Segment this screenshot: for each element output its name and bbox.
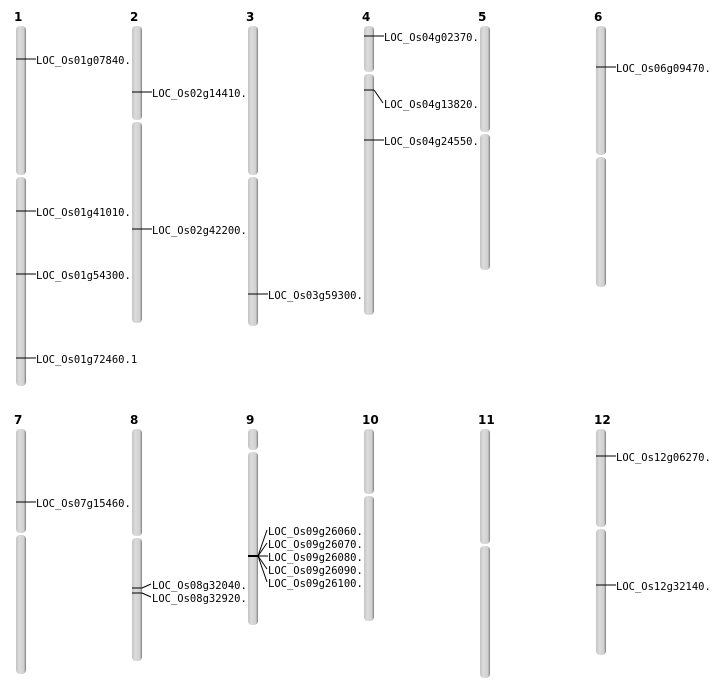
gene-marker: LOC_Os02g14410.1: [132, 88, 253, 100]
chromosome-long-arm: [596, 157, 606, 287]
chromosome-label: 1: [14, 10, 22, 24]
chromosome-label: 4: [362, 10, 370, 24]
gene-marker: LOC_Os01g41010.1: [16, 207, 137, 219]
gene-marker: LOC_Os12g32140.1: [596, 581, 712, 593]
chromosome-short-arm: [480, 429, 490, 544]
chromosome-long-arm: [596, 529, 606, 655]
gene-label: LOC_Os07g15460.1: [36, 498, 137, 510]
chromosome-short-arm: [132, 26, 142, 120]
chromosome-long-arm: [364, 496, 374, 621]
gene-label: LOC_Os01g41010.1: [36, 207, 137, 219]
gene-marker: LOC_Os04g13820.1: [364, 89, 485, 111]
gene-label: LOC_Os01g07840.1: [36, 55, 137, 67]
gene-label: LOC_Os04g13820.1: [384, 99, 485, 111]
gene-label: LOC_Os09g26060.1: [268, 526, 369, 538]
chromosome-short-arm: [16, 429, 26, 533]
gene-label: LOC_Os08g32920.1: [152, 593, 253, 605]
chromosome-10: 10: [362, 413, 379, 621]
chromosome-short-arm: [596, 26, 606, 155]
gene-marker: LOC_Os09g26080.1: [248, 552, 369, 564]
gene-label: LOC_Os09g26080.1: [268, 552, 369, 564]
chromosome-long-arm: [248, 452, 258, 625]
gene-marker: LOC_Os06g09470.1: [596, 63, 712, 75]
gene-marker: LOC_Os04g24550.1: [364, 136, 485, 148]
gene-label: LOC_Os06g09470.1: [616, 63, 712, 75]
chromosome-short-arm: [596, 429, 606, 527]
gene-marker: LOC_Os08g32040.1: [132, 580, 253, 592]
chromosome-short-arm: [16, 26, 26, 175]
chromosome-label: 8: [130, 413, 138, 427]
chromosome-long-arm: [132, 538, 142, 661]
marker-leader: [373, 89, 384, 104]
chromosome-label: 7: [14, 413, 22, 427]
gene-label: LOC_Os02g14410.1: [152, 88, 253, 100]
marker-leader: [257, 555, 268, 570]
gene-marker: LOC_Os02g42200.1: [132, 225, 253, 237]
gene-label: LOC_Os01g72460.1: [36, 354, 137, 366]
chromosome-label: 11: [478, 413, 495, 427]
marker-leader: [141, 583, 152, 589]
chromosome-9: 9LOC_Os09g26060.1LOC_Os09g26070.1LOC_Os0…: [246, 413, 369, 625]
chromosome-short-arm: [364, 26, 374, 72]
chromosome-short-arm: [248, 429, 258, 450]
chromosome-long-arm: [16, 535, 26, 674]
chromosome-label: 9: [246, 413, 254, 427]
chromosome-long-arm: [248, 177, 258, 326]
gene-marker: LOC_Os04g02370.1: [364, 32, 485, 44]
chromosome-label: 6: [594, 10, 602, 24]
gene-label: LOC_Os04g24550.1: [384, 136, 485, 148]
chromosome-label: 2: [130, 10, 138, 24]
chromosome-long-arm: [480, 546, 490, 678]
gene-label: LOC_Os04g02370.1: [384, 32, 485, 44]
gene-marker: LOC_Os07g15460.1: [16, 498, 137, 510]
marker-leader: [257, 542, 268, 557]
chromosome-4: 4LOC_Os04g02370.1LOC_Os04g13820.1LOC_Os0…: [362, 10, 485, 315]
gene-marker: LOC_Os01g54300.1: [16, 270, 137, 282]
gene-label: LOC_Os09g26090.1: [268, 565, 369, 577]
gene-marker: LOC_Os09g26100.1: [248, 555, 369, 590]
gene-marker: LOC_Os01g72460.1: [16, 354, 137, 366]
chromosome-11: 11: [478, 413, 495, 678]
gene-label: LOC_Os12g06270.1: [616, 452, 712, 464]
chromosome-long-arm: [16, 177, 26, 386]
marker-leader: [257, 555, 268, 583]
gene-label: LOC_Os08g32040.1: [152, 580, 253, 592]
chromosome-label: 5: [478, 10, 486, 24]
marker-leader: [257, 529, 268, 557]
chromosome-label: 10: [362, 413, 379, 427]
gene-marker: LOC_Os03g59300.1: [248, 290, 369, 302]
chromosome-short-arm: [132, 429, 142, 536]
chromosome-5: 5: [478, 10, 490, 270]
gene-marker: LOC_Os12g06270.1: [596, 452, 712, 464]
chromosome-short-arm: [480, 26, 490, 132]
chromosome-short-arm: [248, 26, 258, 175]
gene-label: LOC_Os01g54300.1: [36, 270, 137, 282]
chromosome-long-arm: [132, 122, 142, 323]
marker-leader: [141, 592, 152, 598]
chromosome-short-arm: [364, 429, 374, 494]
gene-label: LOC_Os09g26100.1: [268, 578, 369, 590]
chromosome-long-arm: [364, 74, 374, 315]
chromosome-label: 3: [246, 10, 254, 24]
chromosome-1: 1LOC_Os01g07840.1LOC_Os01g41010.1LOC_Os0…: [14, 10, 137, 386]
gene-label: LOC_Os12g32140.1: [616, 581, 712, 593]
gene-marker: LOC_Os01g07840.1: [16, 55, 137, 67]
gene-label: LOC_Os09g26070.1: [268, 539, 369, 551]
chromosome-label: 12: [594, 413, 611, 427]
gene-label: LOC_Os02g42200.1: [152, 225, 253, 237]
chromosome-long-arm: [480, 134, 490, 270]
gene-marker: LOC_Os08g32920.1: [132, 592, 253, 605]
gene-label: LOC_Os03g59300.1: [268, 290, 369, 302]
